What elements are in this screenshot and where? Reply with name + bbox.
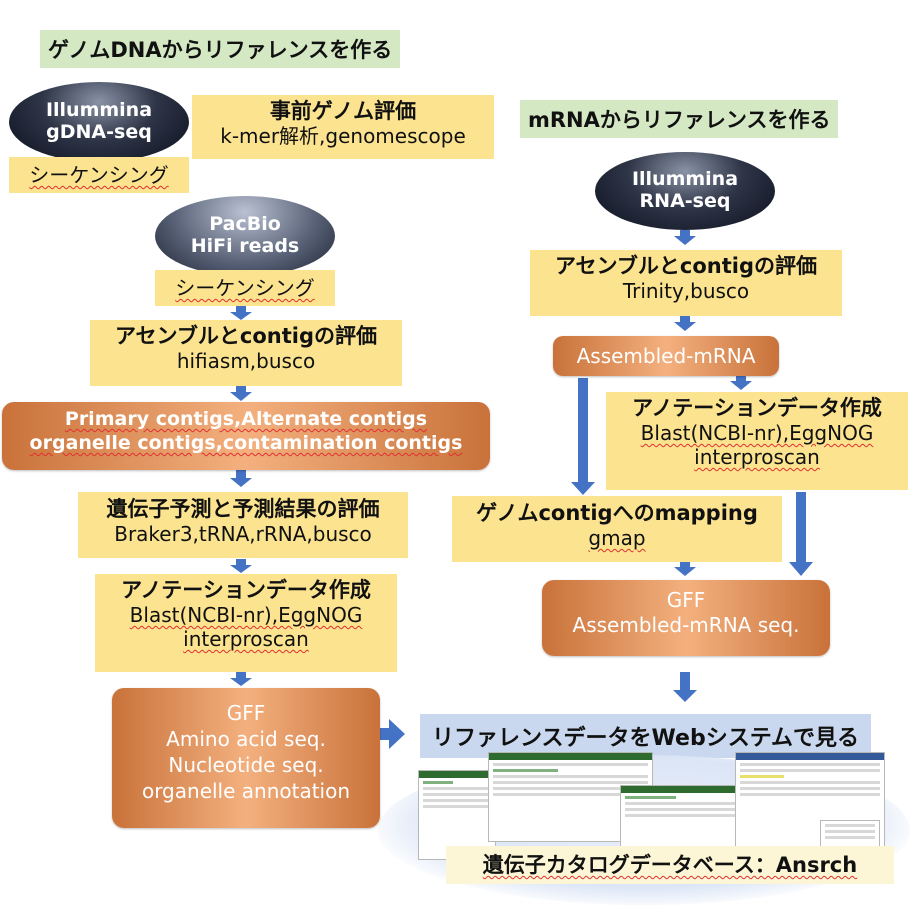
mapping-box: ゲノムcontigへのmapping gmap bbox=[452, 496, 782, 562]
genome-annotation-heading: アノテーションデータ作成 bbox=[121, 578, 371, 602]
illumina-rna-oval: Illummina RNA-seq bbox=[595, 152, 775, 230]
genome-annotation-box: アノテーションデータ作成 Blast(NCBI-nr),EggNOG inter… bbox=[95, 574, 397, 672]
mrna-output-seq: Assembled-mRNA seq. bbox=[572, 613, 800, 637]
genome-output-box: GFF Amino acid seq. Nucleotide seq. orga… bbox=[112, 688, 380, 828]
genome-output-gff: GFF bbox=[226, 701, 266, 725]
illumina-gdna-line2: gDNA-seq bbox=[46, 121, 152, 143]
mrna-annotation-box: アノテーションデータ作成 Blast(NCBI-nr),EggNOG inter… bbox=[606, 392, 908, 490]
genome-output-nucleotide: Nucleotide seq. bbox=[168, 753, 324, 777]
arrow-contigs-to-prediction bbox=[230, 470, 252, 487]
mrna-assembly-heading: アセンブルとcontigの評価 bbox=[554, 254, 818, 278]
gene-prediction-box: 遺伝子予測と予測結果の評価 Braker3,tRNA,rRNA,busco bbox=[78, 492, 408, 558]
mrna-annotation-heading: アノテーションデータ作成 bbox=[632, 396, 882, 420]
pacbio-sequencing-label: シーケンシング bbox=[155, 270, 335, 306]
mrna-annotation-tools1: Blast(NCBI-nr),EggNOG bbox=[640, 421, 874, 446]
mapping-tools: gmap bbox=[588, 526, 646, 551]
pacbio-hifi-oval: PacBio HiFi reads bbox=[155, 196, 335, 276]
catalog-label: 遺伝子カタログデータベース：Ansrch bbox=[446, 846, 894, 884]
contigs-line2: organelle contigs,contamination contigs bbox=[29, 431, 463, 454]
illumina-sequencing-label: シーケンシング bbox=[9, 157, 189, 193]
arrow-annotation-to-output bbox=[789, 492, 813, 576]
mrna-assembly-box: アセンブルとcontigの評価 Trinity,busco bbox=[530, 250, 842, 316]
illumina-sequencing-text: シーケンシング bbox=[29, 163, 169, 187]
arrow-pacbio-seq-to-assembly bbox=[230, 306, 252, 320]
arrow-mapping-to-output bbox=[674, 562, 696, 576]
pre-assessment-heading: 事前ゲノム評価 bbox=[269, 99, 417, 123]
arrow-prediction-to-annotation bbox=[230, 559, 252, 573]
mrna-output-box: GFF Assembled-mRNA seq. bbox=[542, 580, 830, 656]
genome-assembly-heading: アセンブルとcontigの評価 bbox=[114, 324, 378, 348]
genome-annotation-tools2: interproscan bbox=[183, 627, 309, 652]
arrow-output-to-web bbox=[673, 672, 697, 702]
mrna-section-title: mRNAからリファレンスを作る bbox=[520, 100, 839, 138]
genome-assembly-box: アセンブルとcontigの評価 hifiasm,busco bbox=[90, 320, 402, 386]
pre-assessment-tools: k-mer解析,genomescope bbox=[220, 124, 466, 149]
assembled-mrna-box: Assembled-mRNA bbox=[553, 336, 779, 376]
illumina-gdna-oval: Illummina gDNA-seq bbox=[9, 82, 189, 162]
web-system-title: リファレンスデータをWebシステムで見る bbox=[420, 714, 872, 758]
genome-assembly-tools: hifiasm,busco bbox=[176, 349, 316, 374]
gene-prediction-tools: Braker3,tRNA,rRNA,busco bbox=[114, 522, 372, 547]
arrow-gff-to-web bbox=[367, 719, 405, 749]
contigs-line1: Primary contigs,Alternate contigs bbox=[64, 408, 428, 430]
illumina-rna-line1: Illummina bbox=[631, 168, 739, 191]
arrow-assembled-to-annotation bbox=[730, 375, 752, 390]
arrow-illumina-rna-to-assembly bbox=[674, 230, 696, 245]
mapping-heading: ゲノムcontigへのmapping bbox=[476, 501, 758, 525]
gene-prediction-heading: 遺伝子予測と予測結果の評価 bbox=[106, 497, 380, 521]
mrna-annotation-tools2: interproscan bbox=[694, 445, 820, 470]
illumina-rna-line2: RNA-seq bbox=[639, 190, 731, 212]
pacbio-sequencing-text: シーケンシング bbox=[175, 276, 315, 300]
arrow-assembly-to-contigs bbox=[230, 385, 252, 401]
arrow-annotation-to-gff bbox=[230, 672, 252, 686]
contigs-box: Primary contigs,Alternate contigs organe… bbox=[2, 402, 490, 470]
catalog-text: 遺伝子カタログデータベース：Ansrch bbox=[482, 853, 858, 877]
arrow-assembled-to-mapping bbox=[571, 378, 595, 495]
pacbio-line2: HiFi reads bbox=[190, 235, 300, 257]
illumina-gdna-line1: Illummina bbox=[45, 99, 153, 122]
pacbio-line1: PacBio bbox=[209, 213, 281, 236]
mrna-assembly-tools: Trinity,busco bbox=[622, 279, 750, 304]
arrow-assembly-to-assembled bbox=[674, 316, 696, 331]
genome-section-title: ゲノムDNAからリファレンスを作る bbox=[40, 30, 401, 68]
genome-annotation-tools1: Blast(NCBI-nr),EggNOG bbox=[129, 603, 363, 628]
genome-output-organelle: organelle annotation bbox=[141, 779, 351, 803]
genome-output-amino: Amino acid seq. bbox=[166, 727, 326, 751]
mrna-output-gff: GFF bbox=[666, 588, 706, 612]
pre-genome-assessment-box: 事前ゲノム評価 k-mer解析,genomescope bbox=[192, 95, 494, 159]
